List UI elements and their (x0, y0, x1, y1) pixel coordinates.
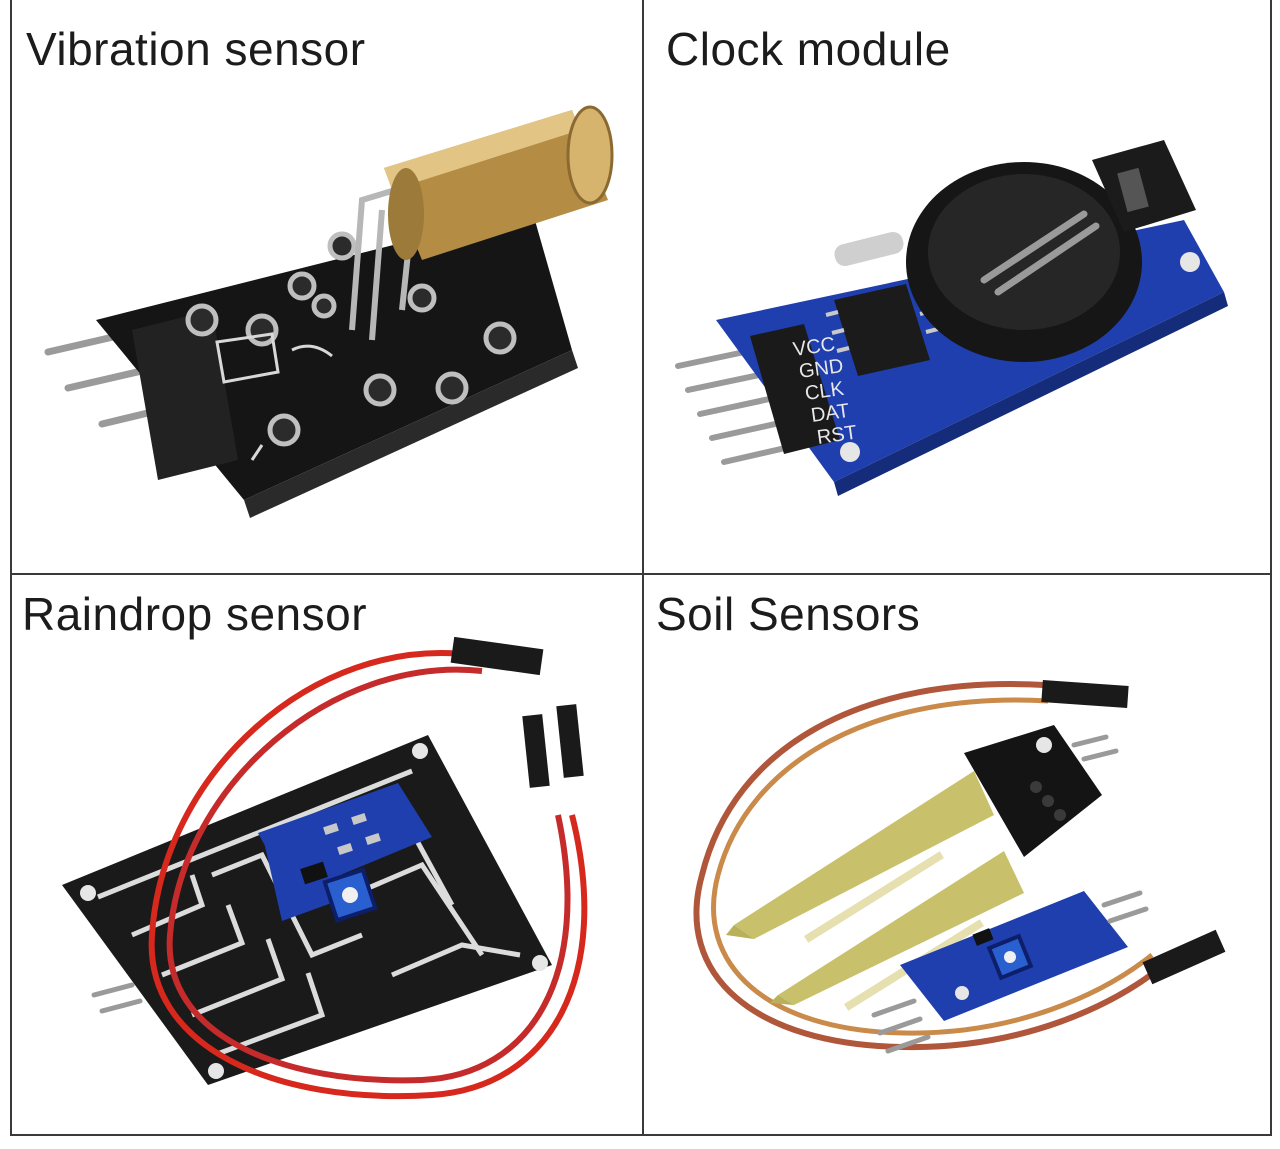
rtc-module-icon: VCC GND CLK DAT RST (675, 140, 1228, 496)
panel-soil-sensors: Soil Sensors (644, 575, 1270, 1134)
grid-divider-horizontal (10, 573, 1272, 575)
panel-title: Clock module (666, 23, 951, 75)
laser-module-icon (44, 105, 614, 518)
raindrop-sensor-icon (62, 636, 588, 1099)
panel-clock-module: Clock module VCC GND CLK DAT (644, 0, 1270, 573)
panel-title: Vibration sensor (26, 23, 366, 75)
panel-raindrop-sensor: Raindrop sensor (12, 575, 642, 1134)
panel-vibration-sensor: Vibration sensor (12, 0, 642, 573)
panel-title: Raindrop sensor (22, 588, 368, 640)
panel-title: Soil Sensors (656, 588, 921, 640)
soil-moisture-sensor-icon (693, 680, 1226, 1054)
pin-label-clk: CLK (804, 378, 846, 405)
grid-frame (10, 0, 1272, 1136)
grid-divider-vertical (642, 0, 644, 1136)
pin-label-dat: DAT (810, 400, 851, 427)
